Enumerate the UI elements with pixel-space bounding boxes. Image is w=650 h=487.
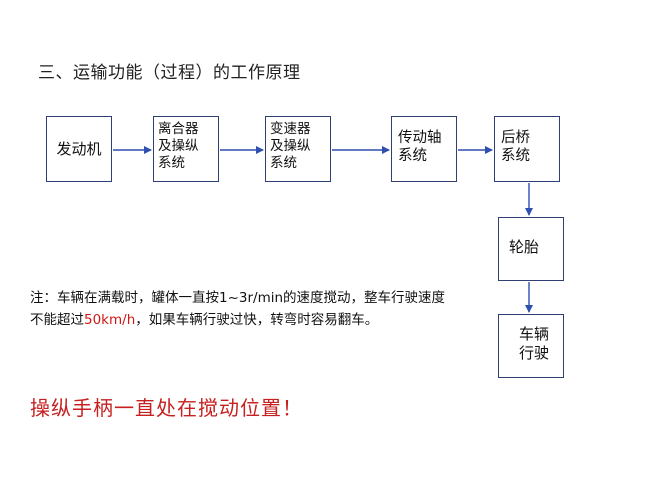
- node-tire: 轮胎: [498, 217, 564, 281]
- node-engine: 发动机: [46, 116, 112, 182]
- page-title: 三、运输功能（过程）的工作原理: [38, 63, 301, 83]
- note-part1: 注：车辆在满载时，罐体一直按1~3r/min的速度搅动，整车行驶速度不能超过: [30, 290, 446, 328]
- node-tire-label: 轮胎: [509, 238, 540, 256]
- note-text: 注：车辆在满载时，罐体一直按1~3r/min的速度搅动，整车行驶速度不能超过50…: [30, 287, 450, 331]
- note-part2: ，如果车辆行驶过快，转弯时容易翻车。: [135, 312, 379, 328]
- node-vehicle-run: 车辆 行驶: [498, 314, 564, 378]
- node-clutch-label: 离合器 及操纵 系统: [158, 121, 199, 171]
- node-driveshaft-label: 传动轴 系统: [398, 130, 442, 165]
- node-rear-axle-label: 后桥 系统: [501, 130, 530, 165]
- node-clutch: 离合器 及操纵 系统: [153, 116, 219, 182]
- warning-text: 操纵手柄一直处在搅动位置！: [30, 396, 303, 420]
- node-driveshaft: 传动轴 系统: [391, 116, 457, 182]
- note-speed-limit: 50km/h: [84, 312, 136, 328]
- node-rear-axle: 后桥 系统: [494, 116, 560, 182]
- node-vehicle-run-label: 车辆 行驶: [519, 325, 550, 362]
- node-gearbox-label: 变速器 及操纵 系统: [270, 121, 311, 171]
- node-gearbox: 变速器 及操纵 系统: [265, 116, 331, 182]
- node-engine-label: 发动机: [56, 139, 102, 158]
